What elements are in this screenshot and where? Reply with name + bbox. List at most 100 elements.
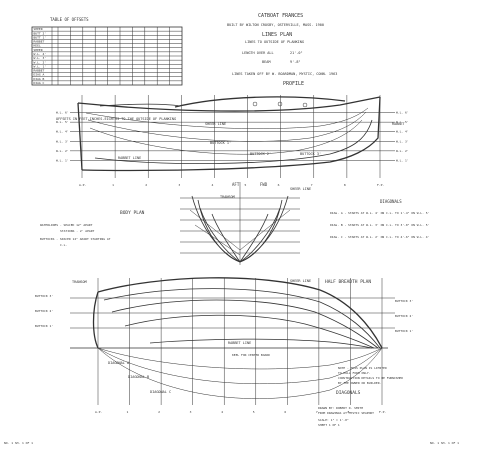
hb-keel-note: KEEL FOR CENTER BOARD [232,353,270,357]
drawn-by-sheet: SHEET 1 OF 1 [318,423,340,427]
length-value: 21'-0" [290,51,303,55]
profile-station-label: 5 [245,183,247,187]
profile-wl-label-right: W.L. 3' [396,139,409,143]
hb-diagonals-title: DIAGONALS [336,390,361,396]
profile-view: SHEER LINE RABBET LINE RABBET BUTTOCK 1'… [56,95,409,187]
hb-station-label: 8 [347,410,349,414]
profile-buttock-2 [87,111,367,142]
profile-station-label: 6 [278,183,280,187]
offsets-row-label: RABBET [34,69,45,73]
hb-diagonal-a-label: DIAGONAL A [108,361,130,365]
hb-station-label: 6 [284,410,286,414]
profile-rabbet-label: RABBET LINE [118,156,141,160]
porthole-3 [302,102,308,108]
profile-wl-label-right: W.L. 6' [396,111,409,115]
profile-sheer-line [77,96,381,112]
profile-wl-label-left: W.L. 3' [56,139,69,143]
diagonals-legend: DIAGONALS DIAG. A - STARTS AT W.L. 4' ON… [330,199,430,239]
profile-wl-label-right: W.L. 4' [396,130,409,134]
hb-sheer-label: SHEER LINE [290,279,311,283]
lines-note: LINES TO OUTSIDE OF PLANKING [245,40,304,44]
profile-station-label: 3 [178,183,180,187]
hb-buttock-label-right: BUTTOCK 1' [395,329,413,333]
offsets-row-label: SHEER [34,48,43,52]
offsets-row-label: SHEER [34,27,43,31]
porthole-1 [252,101,258,107]
body-section-fwd [239,195,289,263]
profile-waterlines [70,112,395,161]
offsets-row-label: DIAG C [34,81,45,85]
hb-station-label: 1 [127,410,129,414]
offsets-row-label: BUTT 2' [34,31,47,35]
body-plan-title: BODY PLAN [120,210,145,216]
offsets-row-label: DIAG A [34,73,45,77]
body-fwd-label: FWD [260,182,268,187]
beam-label: BEAM [262,60,270,64]
profile-station-label: A.P. [79,183,86,187]
profile-wl-label-left: W.L. 5' [56,120,69,124]
lines-plan-title: LINES PLAN [262,32,292,38]
waterlines-note: WATERLINES - SPACED 12" APART [40,223,93,227]
half-breadth-diagonal-b [97,347,383,384]
hb-station-label: F.P. [379,410,386,414]
half-breadth-sheer [97,277,383,349]
hb-buttock-labels-right: BUTTOCK 3'BUTTOCK 2'BUTTOCK 1' [395,299,413,333]
hb-rabbet-label: RABBET LINE [228,341,251,345]
hb-buttock-label-left: BUTTOCK 1' [35,324,53,328]
hb-buttock-label-left: BUTTOCK 3' [35,294,53,298]
hb-transom-label: TRANSOM [72,280,87,284]
half-breadth-plan: TRANSOM SHEER LINE HALF BREADTH PLAN RAB… [35,277,413,414]
stations-note: STATIONS - 2' APART [60,229,95,233]
porthole-2 [277,101,283,107]
built-by-line: BUILT BY WILTON CROSBY, OSTERVILLE, MASS… [227,23,324,27]
offsets-row-label: W.L. 2' [34,60,47,64]
length-label: LENGTH OVER ALL [242,51,274,55]
half-breadth-wl-4 [103,288,381,349]
profile-cabin-top [174,96,346,108]
half-breadth-transom [92,291,99,349]
half-breadth-wl-3 [111,299,379,349]
profile-station-label: 1 [112,183,114,187]
profile-keel-bottom [81,96,381,172]
offsets-row-label: W.L. 1' [34,64,47,68]
body-transom-label: TRANSOM [220,195,235,199]
profile-buttock-3 [85,107,369,129]
drawn-by-scale: SCALE: 1" = 1'-0" [318,418,349,422]
buttocks-note-cl: C.L. [60,243,67,247]
hb-buttock-labels-left: BUTTOCK 3' BUTTOCK 2' BUTTOCK 1' [35,294,53,328]
body-waterlines [180,197,300,254]
hb-buttock-label-right: BUTTOCK 3' [395,299,413,303]
hb-buttock-label-left: BUTTOCK 2' [35,309,53,313]
diag-b-note: DIAG. B - STARTS AT W.L. 3' ON C.L. TO 3… [330,223,430,227]
body-section-aft [211,213,241,263]
profile-buttock-1-label: BUTTOCK 1' [210,141,231,145]
footer: NO. 1 SH. 1 OF 1 NO. 1 SH. 1 OF 1 [4,441,459,445]
profile-wl-label-right: W.L. 1' [396,158,409,162]
profile-wl-label-left: W.L. 1' [56,158,69,162]
drawn-by-1: DRAWN BY: ROBERT D. SMITH [318,406,363,410]
body-sheer-label: SHEER LINE [290,187,311,191]
body-section-aft [191,195,241,263]
beam-value: 9'-8" [290,60,301,64]
offsets-row-label: W.L. 4' [34,52,47,56]
profile-station-label: 7 [311,183,313,187]
footer-left: NO. 1 SH. 1 OF 1 [4,441,33,445]
buttocks-note: BUTTOCKS - SPACED 12" APART STARTING AT [40,237,111,241]
body-diagonal-b [194,224,241,256]
offsets-row-label: RABBET [34,40,45,44]
body-aft-label: AFT [232,182,240,187]
profile-rabbet-right: RABBET [392,122,406,126]
profile-wl-label-right: W.L. 5' [396,120,409,124]
half-breadth-wl-2 [124,314,375,349]
profile-sheer-label: SHEER LINE [205,122,226,126]
profile-station-label: 2 [145,183,147,187]
offsets-note: OFFSETS IN FEET-INCHES-EIGHTHS TO THE OU… [56,117,176,121]
title-block: CATBOAT FRANCES BUILT BY WILTON CROSBY, … [227,13,337,87]
drawn-by-2: FROM DRAWINGS AT MYSTIC SEAPORT [318,411,374,415]
hb-station-label: 5 [253,410,255,414]
